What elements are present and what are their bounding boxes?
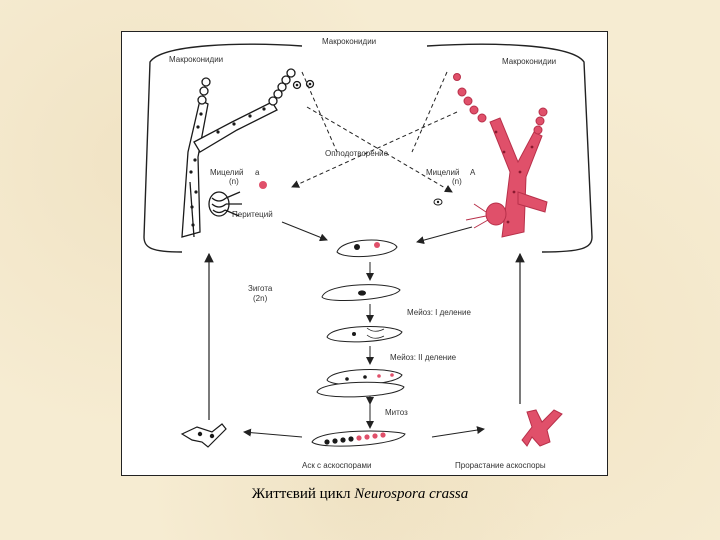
label-macroconidia-left: Макроконидии xyxy=(169,55,223,64)
germinated-spore-A xyxy=(521,409,563,447)
label-mycelium-A: Мицелий xyxy=(426,168,459,177)
label-macroconidia-top: Макроконидии xyxy=(322,37,376,46)
label-zygote: Зигота xyxy=(248,284,273,293)
conidium-A-on-a xyxy=(259,181,267,189)
label-macroconidia-right: Макроконидии xyxy=(502,57,556,66)
label-fertilization: Оплодотворение xyxy=(325,149,389,158)
label-mycelium-A-ploidy: (n) xyxy=(452,177,462,186)
label-germination: Прорастание аскоспоры xyxy=(455,461,546,470)
right-outer-loop xyxy=(426,43,593,253)
figure-caption: Життєвий цикл Neurospora crassa xyxy=(0,486,720,503)
label-mycelium-a-ploidy: (n) xyxy=(229,177,239,186)
fused-cell xyxy=(336,239,398,257)
life-cycle-svg: Макроконидии Макроконидии Макроконидии О… xyxy=(143,37,593,470)
mycelium-a xyxy=(181,68,315,238)
label-meiosis-1: Мейоз: I деление xyxy=(407,308,471,317)
meiosis-2-cell xyxy=(326,369,403,386)
label-mycelium-a: Мицелий xyxy=(210,168,243,177)
mitosis-cell xyxy=(316,381,405,398)
label-ascus: Аск с аскоспорами xyxy=(302,461,371,470)
left-outer-loop xyxy=(143,43,303,253)
ascus-cell xyxy=(311,430,406,447)
label-mitosis: Митоз xyxy=(385,408,408,417)
caption-text: Життєвий цикл xyxy=(251,486,351,502)
zygote-cell xyxy=(321,284,401,301)
label-zygote-ploidy: (2n) xyxy=(253,294,268,303)
germinated-spore-a xyxy=(180,423,227,448)
meiosis-1-cell xyxy=(326,326,403,343)
label-meiosis-2: Мейоз: II деление xyxy=(390,353,457,362)
life-cycle-diagram: Макроконидии Макроконидии Макроконидии О… xyxy=(121,31,608,476)
mycelium-A xyxy=(453,73,548,238)
label-mycelium-a-letter: a xyxy=(255,168,260,177)
label-mycelium-A-letter: A xyxy=(470,168,476,177)
caption-latin-name: Neurospora crassa xyxy=(354,486,469,502)
label-perithecium: Перитеций xyxy=(232,210,273,219)
